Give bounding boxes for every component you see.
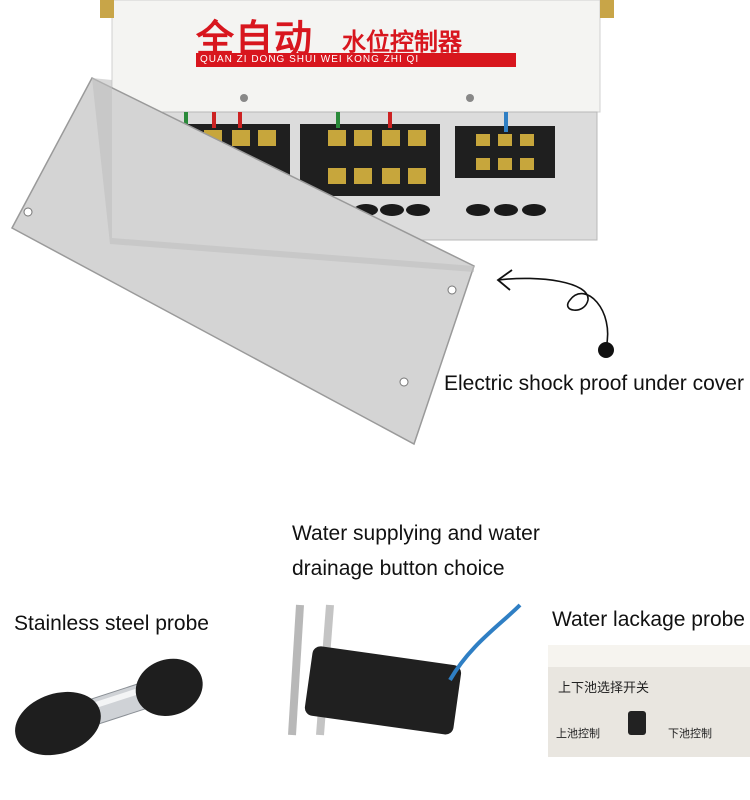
terminal-block-middle [300, 124, 440, 196]
leak-panel-left-label: 上池控制 [556, 727, 600, 740]
probe-cap-right [135, 658, 203, 717]
probe-cap-left [15, 691, 101, 756]
switch-body [304, 646, 462, 735]
arrow-head [496, 269, 513, 291]
caption-stainless-probe: Stainless steel probe [14, 612, 209, 635]
leak-panel-right-label: 下池控制 [668, 727, 712, 740]
caption-supply-line1: Water supplying and water [292, 522, 540, 545]
brand-banner [196, 53, 516, 67]
caption-shock-proof: Electric shock proof under cover [444, 372, 744, 395]
float-switch-photo [288, 603, 522, 736]
blue-cable [448, 603, 522, 681]
device-subtitle: QUAN ZI DONG SHUI WEI KONG ZHI QI [200, 54, 420, 65]
protective-cover [10, 77, 475, 446]
stainless-probe-photo [15, 658, 203, 756]
terminal-block-right [455, 126, 555, 178]
device-title-large: 全自动 [196, 17, 314, 61]
leak-panel-header: 上下池选择开关 [558, 681, 650, 696]
controller-photo [10, 0, 614, 446]
arrow-anchor-dot [598, 342, 614, 358]
selector-switch [628, 711, 646, 735]
device-title-small: 水位控制器 [342, 28, 462, 56]
annotation-arrow [497, 277, 609, 349]
leakage-probe-photo: 上下池选择开关 上池控制 下池控制 [548, 645, 750, 757]
caption-leakage-probe: Water lackage probe [552, 608, 745, 631]
caption-supply-line2: drainage button choice [292, 557, 505, 580]
